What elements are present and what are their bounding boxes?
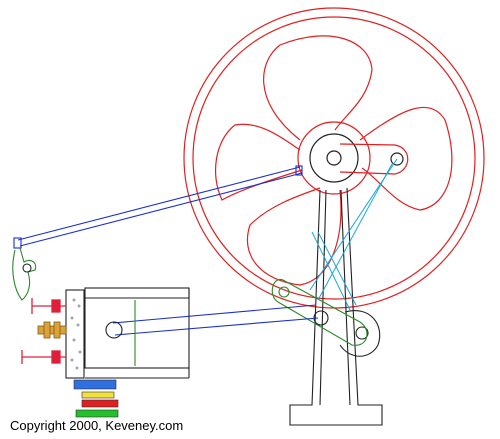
steam-chest [70, 298, 82, 370]
flywheel-spoke [246, 187, 342, 286]
legend-block-red [81, 399, 119, 408]
crosshead-pin [105, 321, 123, 339]
valve-rod [13, 165, 303, 249]
engine-frame [289, 187, 383, 426]
legend-block-green [75, 409, 119, 418]
valve-lever [12, 247, 37, 301]
crankshaft-axle [326, 150, 342, 166]
flywheel-spoke [359, 106, 453, 211]
flywheel-hub [297, 121, 371, 195]
connecting-rod [105, 304, 319, 339]
crank-arm [339, 143, 409, 175]
flywheel-spoke [263, 35, 373, 141]
spark-plug [37, 321, 67, 339]
legend-color-blocks [73, 379, 119, 418]
exhaust-valve [21, 350, 66, 364]
cylinder [65, 287, 190, 379]
copyright-text: Copyright 2000, Keveney.com [10, 418, 184, 433]
valve-gear-rods [309, 158, 398, 311]
flywheel-spoke [215, 123, 303, 201]
crank-pin [390, 152, 404, 166]
legend-block-yellow [81, 391, 115, 399]
flywheel-inner-rim [192, 16, 476, 300]
flywheel-hub-inner [309, 133, 359, 183]
intake-valve [31, 298, 66, 314]
beam-pivot [339, 310, 381, 357]
beam-end-pin [278, 286, 290, 298]
legend-block-blue [73, 379, 117, 390]
